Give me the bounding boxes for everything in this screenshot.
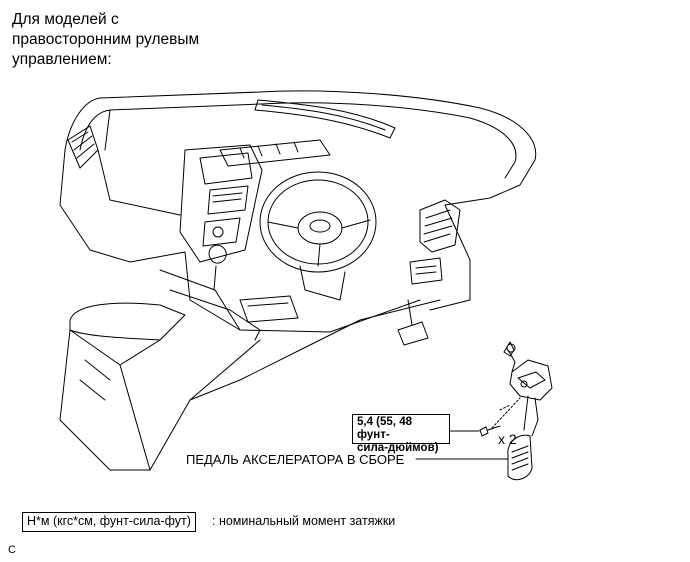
legend-units-box: Н*м (кгс*см, фунт-сила-фут) (22, 512, 196, 532)
legend-description: : номинальный момент затяжки (212, 514, 396, 528)
center-stack (179, 144, 263, 263)
brake-pedal (397, 321, 429, 346)
dashboard-inner-line (79, 102, 517, 179)
gear-shifter (208, 244, 227, 264)
pedal-bracket (509, 359, 553, 401)
accelerator-pedal-assembly (479, 341, 553, 481)
pedal-pad (507, 434, 533, 481)
steering-hub (297, 211, 343, 245)
center-console (159, 269, 241, 331)
dashboard-outline (64, 90, 537, 206)
corner-mark: C (8, 544, 16, 556)
armrest (69, 302, 186, 341)
left-air-vent (67, 125, 99, 169)
right-air-vent (419, 199, 461, 253)
mounting-bolt (479, 426, 489, 437)
accelerator-pedal-label: ПЕДАЛЬ АКСЕЛЕРАТОРА В СБОРЕ (186, 452, 405, 467)
instrument-cluster (219, 139, 331, 167)
diagram-heading: Для моделей с правосторонним рулевым упр… (12, 11, 200, 68)
torque-spec-box: 5,4 (55, 48 фунт- сила-дюймов) (352, 414, 450, 454)
steering-wheel (259, 171, 377, 273)
bolt-quantity-label: x 2 (498, 431, 517, 447)
center-top-vent (254, 99, 396, 139)
